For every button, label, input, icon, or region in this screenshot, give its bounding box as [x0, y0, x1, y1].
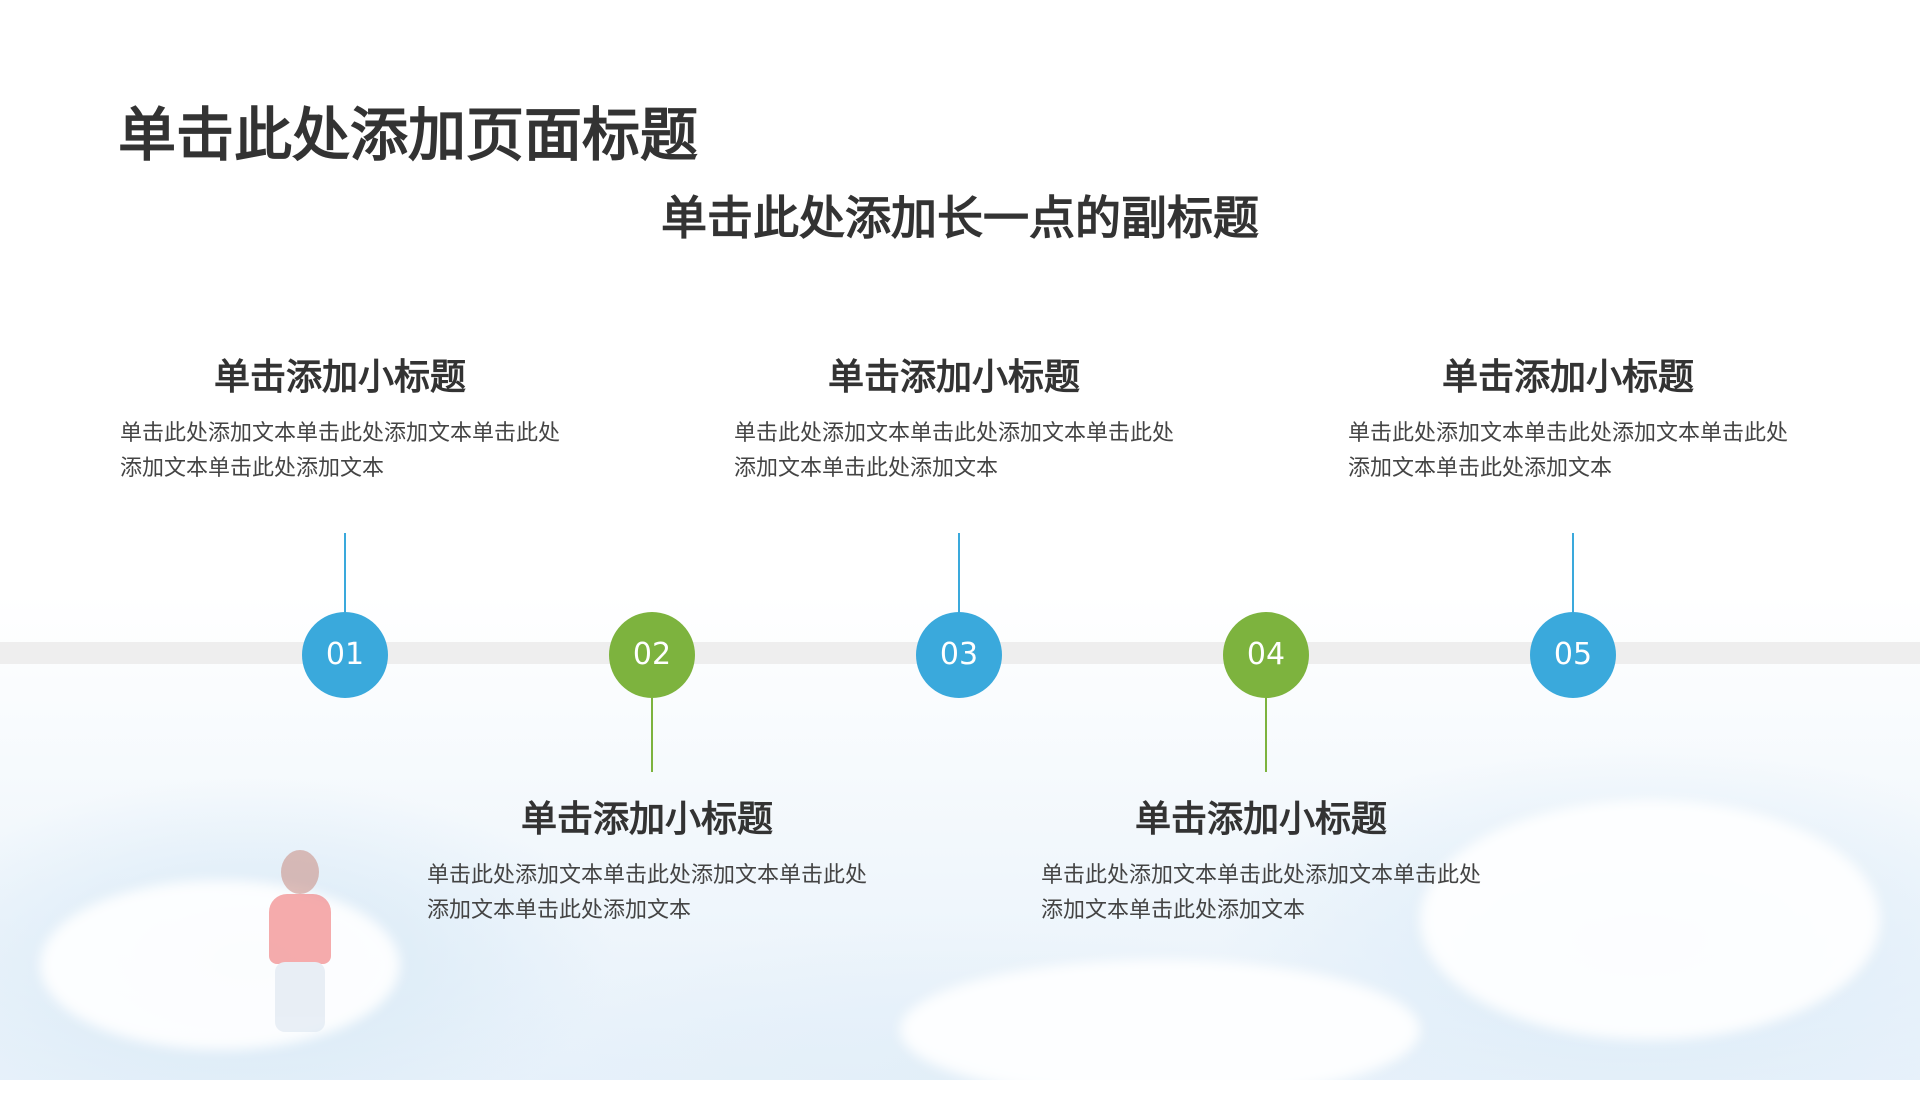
- step-marker-02[interactable]: 02: [609, 612, 695, 698]
- cloud-decoration: [40, 880, 400, 1050]
- step-heading[interactable]: 单击添加小标题: [213, 357, 466, 398]
- step-heading[interactable]: 单击添加小标题: [1134, 799, 1387, 840]
- step-marker-03[interactable]: 03: [916, 612, 1002, 698]
- cloud-decoration: [1420, 800, 1880, 1040]
- step-card-05: 单击添加小标题 单击此处添加文本单击此处添加文本单击此处添加文本单击此处添加文本: [1348, 356, 1788, 486]
- child-body: [269, 894, 331, 964]
- step-text[interactable]: 单击此处添加文本单击此处添加文本单击此处添加文本单击此处添加文本: [1041, 863, 1482, 923]
- step-card-01: 单击添加小标题 单击此处添加文本单击此处添加文本单击此处添加文本单击此处添加文本: [120, 356, 560, 486]
- page-title[interactable]: 单击此处添加页面标题: [118, 101, 699, 169]
- step-card-04: 单击添加小标题 单击此处添加文本单击此处添加文本单击此处添加文本单击此处添加文本: [1041, 798, 1481, 928]
- step-heading[interactable]: 单击添加小标题: [520, 799, 773, 840]
- connector-line-05: [1572, 533, 1574, 613]
- step-text[interactable]: 单击此处添加文本单击此处添加文本单击此处添加文本单击此处添加文本: [427, 863, 868, 923]
- step-text[interactable]: 单击此处添加文本单击此处添加文本单击此处添加文本单击此处添加文本: [734, 421, 1175, 481]
- cloud-decoration: [900, 960, 1420, 1100]
- step-marker-05[interactable]: 05: [1530, 612, 1616, 698]
- step-marker-04[interactable]: 04: [1223, 612, 1309, 698]
- child-head: [281, 850, 319, 894]
- child-legs: [275, 962, 325, 1032]
- step-heading[interactable]: 单击添加小标题: [827, 357, 1080, 398]
- step-marker-01[interactable]: 01: [302, 612, 388, 698]
- connector-line-04: [1265, 698, 1267, 772]
- step-heading[interactable]: 单击添加小标题: [1441, 357, 1694, 398]
- child-illustration: [255, 850, 345, 1050]
- connector-line-01: [344, 533, 346, 613]
- step-card-03: 单击添加小标题 单击此处添加文本单击此处添加文本单击此处添加文本单击此处添加文本: [734, 356, 1174, 486]
- step-text[interactable]: 单击此处添加文本单击此处添加文本单击此处添加文本单击此处添加文本: [1348, 421, 1789, 481]
- connector-line-02: [651, 698, 653, 772]
- step-card-02: 单击添加小标题 单击此处添加文本单击此处添加文本单击此处添加文本单击此处添加文本: [427, 798, 867, 928]
- page-subtitle[interactable]: 单击此处添加长一点的副标题: [661, 191, 1259, 245]
- step-text[interactable]: 单击此处添加文本单击此处添加文本单击此处添加文本单击此处添加文本: [120, 421, 561, 481]
- connector-line-03: [958, 533, 960, 613]
